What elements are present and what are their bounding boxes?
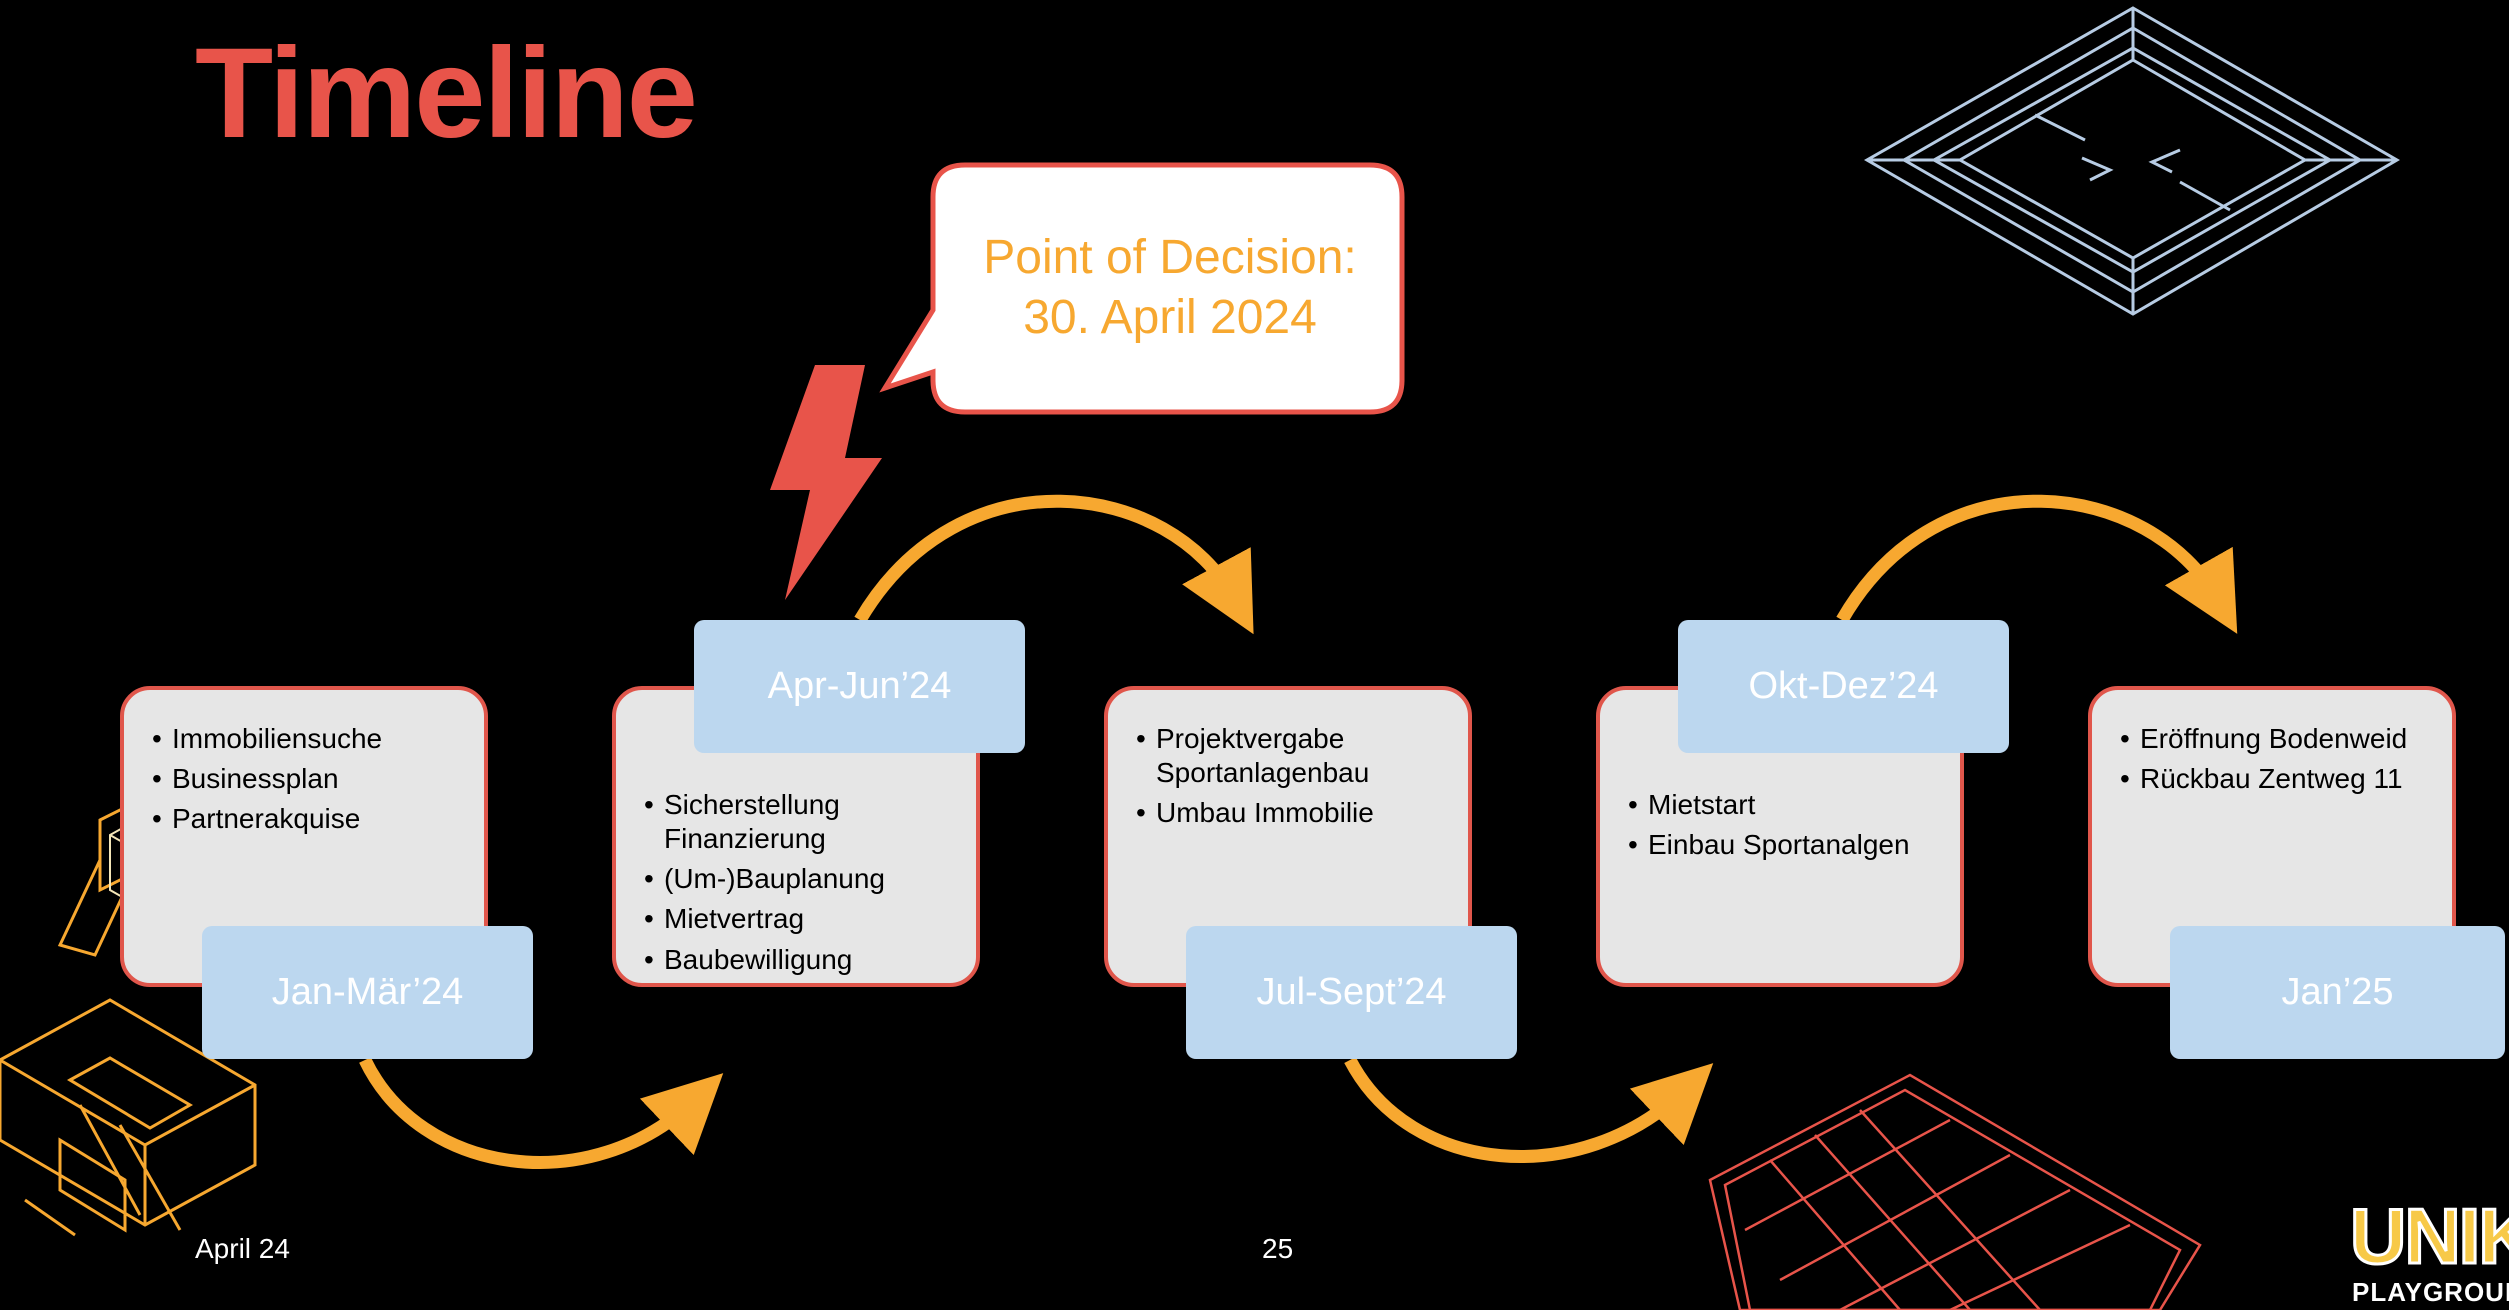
arrow-4-to-5	[1836, 494, 2238, 634]
period-label-3: Jul-Sept’24	[1186, 926, 1517, 1059]
list-item: Rückbau Zentweg 11	[2120, 762, 2450, 796]
period-label-5: Jan’25	[2170, 926, 2505, 1059]
list-item: (Um-)Bauplanung	[644, 862, 964, 896]
decision-text: Point of Decision: 30. April 2024	[935, 228, 1405, 348]
arrow-2-to-3	[854, 494, 1254, 635]
page-title: Timeline	[195, 22, 698, 165]
speech-bubble	[879, 162, 1405, 415]
period-label-1: Jan-Mär’24	[202, 926, 533, 1059]
list-item: Partnerakquise	[152, 802, 382, 836]
grid-decoration	[1708, 1073, 2202, 1310]
list-item: Mietstart	[1628, 788, 1948, 822]
period-label-4: Okt-Dez’24	[1678, 620, 2009, 753]
footer-date: April 24	[195, 1233, 290, 1264]
list-item: Projektvergabe Sportanlagenbau	[1136, 722, 1436, 790]
logo-brand-text: UNIK	[2349, 1197, 2509, 1280]
arrow-3-to-4	[1344, 1056, 1714, 1163]
phase-2-list: Sicherstellung Finanzierung (Um-)Bauplan…	[644, 788, 964, 983]
lightning-icon	[770, 365, 882, 600]
list-item: Baubewilligung	[644, 943, 964, 977]
list-item: Immobiliensuche	[152, 722, 382, 756]
phase-4-list: Mietstart Einbau Sportanalgen	[1628, 788, 1948, 868]
list-item: Einbau Sportanalgen	[1628, 828, 1948, 862]
phase-1-list: Immobiliensuche Businessplan Partnerakqu…	[152, 722, 382, 842]
iso-blocks-decoration	[0, 797, 257, 1237]
phase-5-list: Eröffnung Bodenweid Rückbau Zentweg 11	[2120, 722, 2450, 802]
page-number: 25	[1262, 1233, 1294, 1264]
diamond-decoration	[1863, 6, 2400, 316]
decision-line-2: 30. April 2024	[1023, 291, 1317, 344]
logo-sub-text: PLAYGROUND	[2352, 1277, 2509, 1307]
list-item: Mietvertrag	[644, 902, 964, 936]
arrow-1-to-2	[359, 1057, 724, 1169]
period-label-2: Apr-Jun’24	[694, 620, 1025, 753]
list-item: Eröffnung Bodenweid	[2120, 722, 2450, 756]
list-item: Businessplan	[152, 762, 382, 796]
list-item: Sicherstellung Finanzierung	[644, 788, 964, 856]
brand-logo: UNIK PLAYGROUND	[2348, 1197, 2509, 1310]
decision-line-1: Point of Decision:	[983, 231, 1357, 284]
list-item: Umbau Immobilie	[1136, 796, 1436, 830]
phase-3-list: Projektvergabe Sportanlagenbau Umbau Imm…	[1136, 722, 1436, 836]
